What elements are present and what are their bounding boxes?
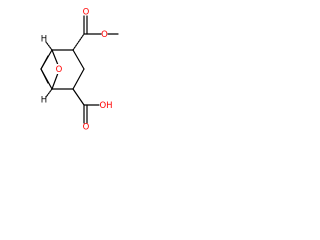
ester-attach-bond [72, 33, 85, 51]
hash-bond-top [45, 41, 53, 51]
hash-bond-bottom [45, 88, 53, 98]
ring-double-bond-bottom [40, 68, 49, 84]
acid-carbonyl-oxygen-label: O [83, 123, 90, 133]
bridge-bond-bottom [51, 72, 59, 90]
ester-carbonyl-oxygen-label: O [83, 8, 90, 18]
acid-attach-bond [72, 88, 85, 106]
atom-labels: H H O O O O OH [41, 8, 113, 133]
h-top-label: H [41, 35, 47, 45]
ring-double-bond-top [40, 55, 49, 70]
ring-bond-4 [72, 49, 85, 70]
bridge-bond-top [51, 49, 59, 66]
h-bottom-label: H [41, 96, 47, 106]
ester-ether-oxygen-label: O [101, 30, 108, 40]
bicyclic-ring [40, 49, 85, 90]
carboxylic-acid-group [72, 88, 100, 124]
bridge-oxygen-label: O [56, 65, 63, 75]
ring-bond-5 [72, 68, 85, 90]
chemical-structure-diagram: H H O O O O OH [40, 8, 119, 133]
acid-hydroxyl-label: OH [99, 101, 112, 111]
methyl-ester-group [72, 15, 119, 51]
bridgehead-hydrogens [45, 41, 53, 98]
bridge-oxygen-bg [55, 64, 63, 74]
